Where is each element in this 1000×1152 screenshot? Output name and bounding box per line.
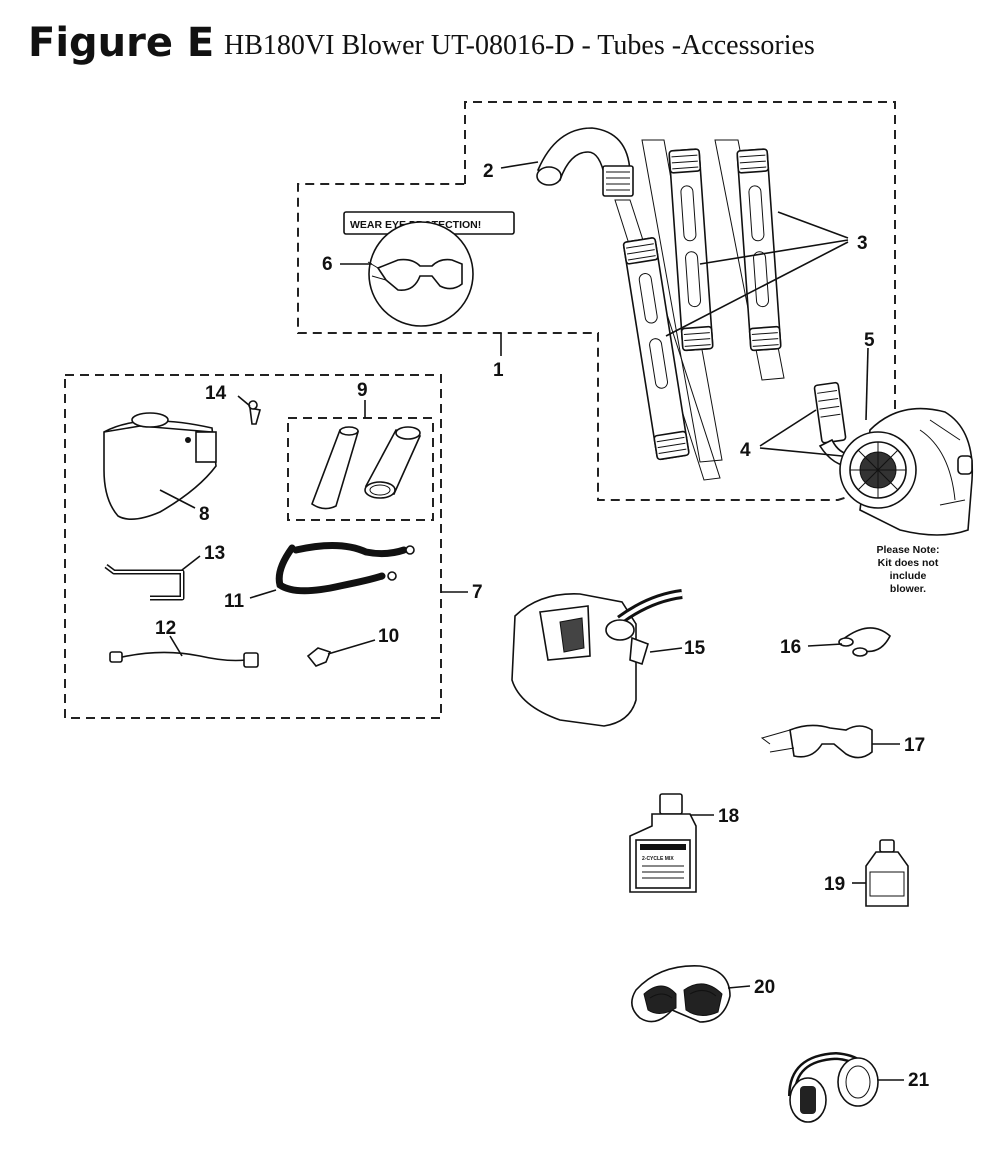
note-line-2: Kit does not [878, 557, 939, 569]
elbow-tube-icon [536, 127, 634, 197]
accessory-kit-outline [64, 374, 442, 719]
callout-17: 17 [904, 735, 925, 756]
blower-outlet-icon [839, 407, 974, 536]
callout-9: 9 [357, 380, 368, 401]
figure-title: HB180VI Blower UT-08016-D - Tubes -Acces… [224, 30, 815, 61]
clip-icon [306, 647, 332, 667]
shoulder-strap-icon [275, 541, 415, 595]
ear-plugs-icon [838, 627, 891, 657]
callout-7: 7 [472, 582, 483, 603]
kit-note: Please Note: Kit does not include blower… [876, 544, 939, 595]
bottle-label: 2-CYCLE MIX [642, 856, 674, 862]
callout-10: 10 [378, 626, 399, 647]
goggles-icon [631, 965, 731, 1023]
leader-lines [159, 161, 904, 1081]
nozzle-set-icon [311, 426, 422, 510]
callout-19: 19 [824, 874, 845, 895]
fuel-can-icon [511, 589, 683, 727]
callout-15: 15 [684, 638, 706, 659]
callout-4: 4 [740, 440, 751, 461]
safety-glasses-icon: WEAR EYE PROTECTION! [343, 211, 515, 327]
straight-tube-icon [622, 148, 782, 461]
callout-21: 21 [908, 1070, 930, 1091]
note-line-4: blower. [890, 583, 926, 595]
bracket-icon [104, 564, 185, 601]
callout-3: 3 [857, 233, 868, 254]
screw-icon [248, 400, 262, 425]
callout-12: 12 [155, 618, 176, 639]
note-line-3: include [890, 570, 927, 582]
callout-11: 11 [224, 591, 245, 612]
oil-bottle-icon: 2-CYCLE MIX [629, 793, 697, 893]
callout-2: 2 [483, 161, 494, 182]
callout-13: 13 [204, 543, 225, 564]
cable-icon [109, 651, 259, 668]
callout-20: 20 [754, 977, 775, 998]
nozzle-set-outline [287, 417, 434, 521]
callout-16: 16 [780, 637, 801, 658]
small-bottle-icon [865, 839, 909, 907]
ear-muffs-icon [788, 1051, 879, 1123]
callout-6: 6 [322, 254, 333, 275]
part-callouts: 1 2 3 4 5 6 7 8 9 10 11 12 13 14 15 16 1… [155, 161, 930, 1091]
callout-8: 8 [199, 504, 210, 525]
callout-1: 1 [493, 360, 504, 381]
callout-14: 14 [205, 383, 227, 404]
figure-label: Figure E [28, 20, 215, 66]
callout-5: 5 [864, 330, 875, 351]
debris-bag-icon [103, 412, 217, 520]
tube-kit-outline [297, 101, 896, 501]
note-line-1: Please Note: [876, 544, 939, 556]
safety-glasses-icon [760, 724, 873, 759]
callout-18: 18 [718, 806, 739, 827]
